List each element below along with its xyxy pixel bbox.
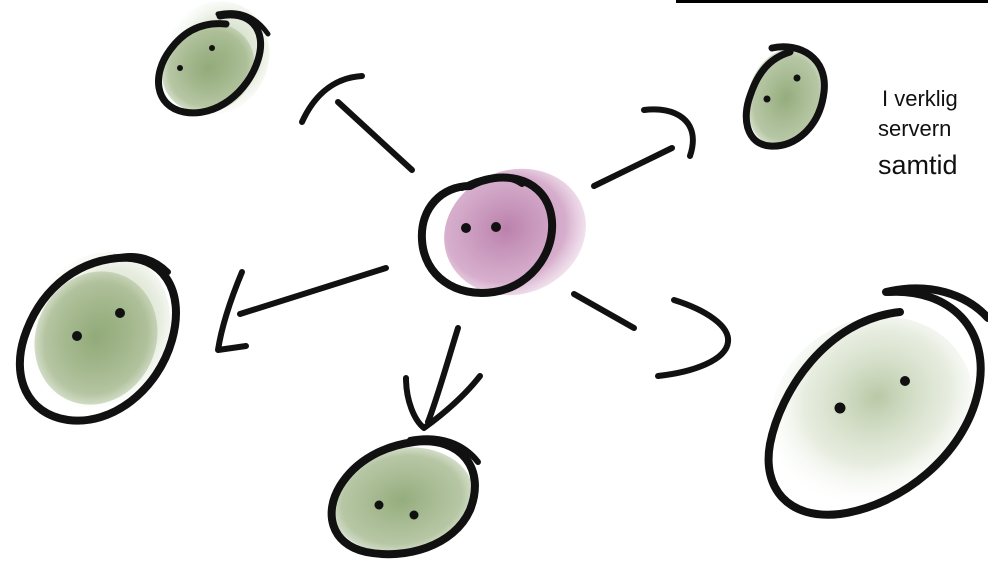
arrow-to-left	[218, 268, 386, 350]
client-top-right-icon	[736, 40, 835, 156]
caption-text: I verklig servern samtid	[878, 84, 988, 184]
caption-line-3: samtid	[878, 146, 988, 184]
caption-line-1: I verklig	[882, 84, 988, 114]
client-bottom-right-icon	[738, 282, 988, 539]
arrow-to-top-right	[594, 109, 693, 186]
client-left-icon	[5, 229, 196, 431]
server-icon	[422, 149, 604, 315]
client-bottom-icon	[322, 436, 482, 563]
caption-line-2: servern	[878, 114, 988, 144]
arrow-to-bottom-right	[574, 294, 728, 376]
client-top-left-icon	[143, 0, 289, 134]
arrow-to-bottom	[406, 328, 480, 428]
arrow-to-top-left	[302, 76, 412, 170]
